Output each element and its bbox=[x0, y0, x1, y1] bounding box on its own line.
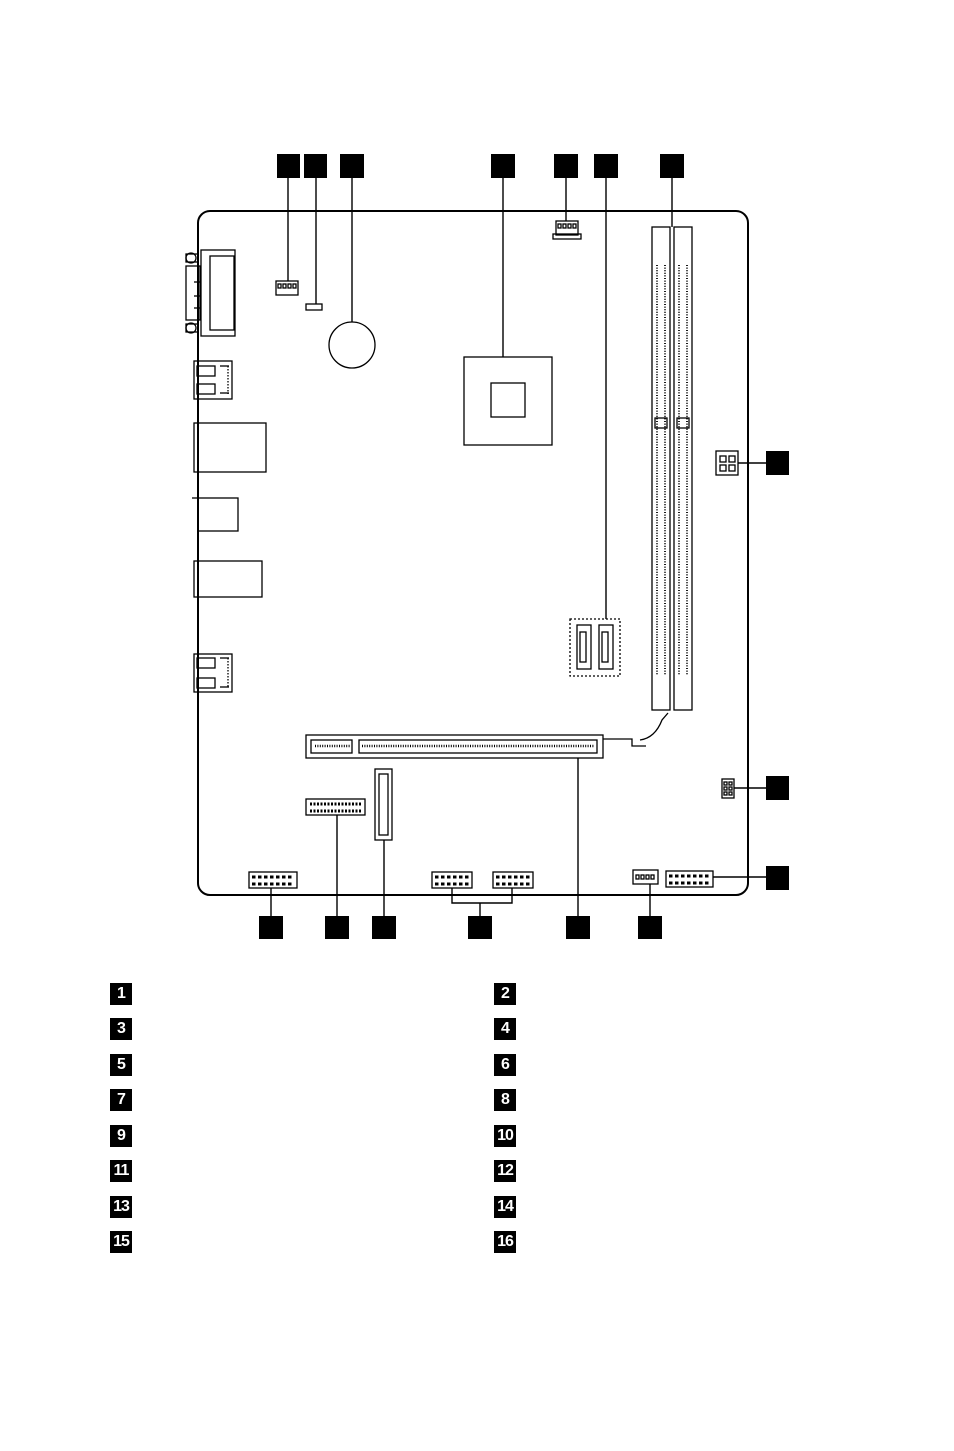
callout-badge bbox=[766, 451, 789, 475]
callout-badge bbox=[277, 154, 300, 178]
memory-slot-2 bbox=[674, 227, 692, 710]
callout-badge bbox=[491, 154, 515, 178]
serial-header-bottom-left bbox=[249, 872, 297, 888]
legend-item: 12 bbox=[494, 1160, 526, 1182]
legend-item: 10 bbox=[494, 1125, 526, 1147]
legend-item: 4 bbox=[494, 1018, 526, 1040]
legend-item: 6 bbox=[494, 1054, 526, 1076]
legend-number: 5 bbox=[110, 1054, 132, 1076]
callout-badge bbox=[594, 154, 618, 178]
callout-badge bbox=[766, 866, 789, 890]
legend-number: 3 bbox=[110, 1018, 132, 1040]
legend-item: 7 bbox=[110, 1089, 142, 1111]
audio-connector-upper bbox=[194, 361, 232, 399]
legend-number: 1 bbox=[110, 983, 132, 1005]
legend-item: 8 bbox=[494, 1089, 526, 1111]
legend-number: 14 bbox=[494, 1196, 516, 1218]
callout-badge bbox=[766, 776, 789, 800]
system-fan-connector bbox=[276, 281, 298, 295]
legend-number: 10 bbox=[494, 1125, 516, 1147]
legend-number: 2 bbox=[494, 983, 516, 1005]
legend-number: 6 bbox=[494, 1054, 516, 1076]
serial-port-connector bbox=[186, 250, 235, 336]
legend-number: 9 bbox=[110, 1125, 132, 1147]
legend-number: 7 bbox=[110, 1089, 132, 1111]
callout-badge bbox=[325, 916, 349, 939]
legend-item: 5 bbox=[110, 1054, 142, 1076]
callout-badge bbox=[554, 154, 578, 178]
memory-slot-1 bbox=[652, 227, 670, 710]
legend-number: 4 bbox=[494, 1018, 516, 1040]
callout-badge bbox=[304, 154, 327, 178]
pci-express-x16-slot bbox=[306, 713, 668, 758]
legend-item: 2 bbox=[494, 983, 526, 1005]
board-outline bbox=[198, 211, 748, 895]
usb-header-right bbox=[493, 872, 533, 888]
pci-express-x1-slot bbox=[306, 799, 365, 815]
legend-number: 12 bbox=[494, 1160, 516, 1182]
usb-connector-upper bbox=[194, 423, 266, 472]
callout-badge bbox=[372, 916, 396, 939]
sata-connectors bbox=[570, 619, 620, 676]
callout-badges bbox=[259, 154, 789, 939]
motherboard-diagram bbox=[0, 0, 954, 970]
legend-item: 1 bbox=[110, 983, 142, 1005]
cpu-power-connector bbox=[716, 451, 738, 475]
legend-item: 3 bbox=[110, 1018, 142, 1040]
audio-connector-lower bbox=[194, 654, 232, 692]
callout-badge bbox=[638, 916, 662, 939]
legend-item: 15 bbox=[110, 1231, 142, 1253]
callout-badge bbox=[468, 916, 492, 939]
legend-item: 14 bbox=[494, 1196, 526, 1218]
clear-cmos-jumper bbox=[722, 779, 734, 798]
legend-number: 11 bbox=[110, 1160, 132, 1182]
callout-badge bbox=[259, 916, 283, 939]
callout-badge bbox=[566, 916, 590, 939]
legend-number: 15 bbox=[110, 1231, 132, 1253]
legend-item: 9 bbox=[110, 1125, 142, 1147]
front-panel-header bbox=[666, 871, 713, 887]
jumper-header bbox=[306, 304, 322, 310]
cpu-fan-connector bbox=[553, 221, 581, 239]
power-fan-connector bbox=[633, 870, 658, 884]
legend-number: 16 bbox=[494, 1231, 516, 1253]
usb-connector-lower bbox=[194, 561, 262, 597]
coin-cell-battery bbox=[329, 322, 375, 368]
legend-item: 11 bbox=[110, 1160, 142, 1182]
m2-slot bbox=[375, 769, 392, 840]
callout-badge bbox=[660, 154, 684, 178]
legend-item: 13 bbox=[110, 1196, 142, 1218]
legend-number: 13 bbox=[110, 1196, 132, 1218]
callout-badge bbox=[340, 154, 364, 178]
legend-item: 16 bbox=[494, 1231, 526, 1253]
cpu-socket bbox=[464, 357, 552, 445]
usb-header-left bbox=[432, 872, 472, 888]
legend-number: 8 bbox=[494, 1089, 516, 1111]
